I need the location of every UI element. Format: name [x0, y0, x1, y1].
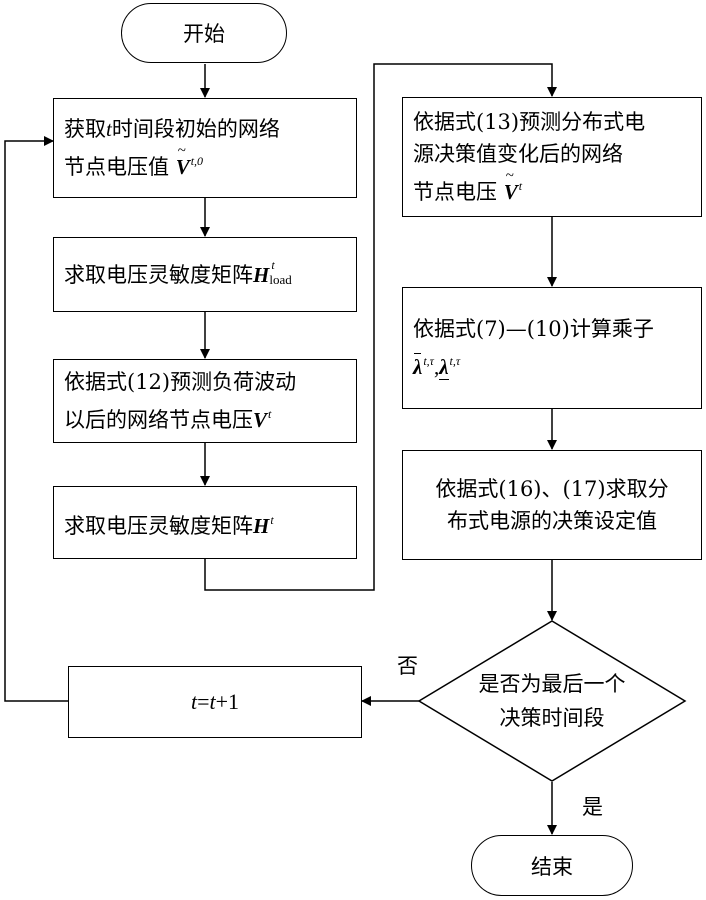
end-label: 结束: [531, 854, 573, 879]
step3-line2: 以后的网络节点电压Vt: [64, 407, 272, 432]
step-compute-sensitivity: 求取电压灵敏度矩阵Ht: [53, 486, 357, 559]
yes-label: 是: [582, 795, 603, 819]
step-dg-setpoints: 依据式(16)、(17)求取分 布式电源的决策设定值: [402, 450, 702, 560]
decision-line1: 是否为最后一个: [478, 672, 626, 696]
step7-line1: 依据式(16)、(17)求取分: [435, 477, 669, 501]
decision-diamond: [417, 620, 687, 782]
increment-formula: t=t+1: [190, 689, 240, 714]
step5-line2: 源决策值变化后的网络: [413, 142, 623, 166]
step1-line1: 获取t时间段初始的网络: [64, 117, 280, 141]
start-label: 开始: [183, 22, 225, 46]
step4-line: 求取电压灵敏度矩阵Ht: [64, 512, 274, 538]
step-increment-time: t=t+1: [68, 666, 362, 738]
step-compute-multipliers: 依据式(7)—(10)计算乘子 λt,τ,λt,τ: [402, 287, 702, 409]
step5-line3: 节点电压 Vt: [413, 160, 691, 208]
no-label: 否: [397, 654, 418, 678]
step7-line2: 布式电源的决策设定值: [447, 509, 657, 533]
decision-line2: 决策时间段: [499, 706, 605, 730]
start-terminal: 开始: [121, 3, 287, 63]
step3-line1: 依据式(12)预测负荷波动: [64, 370, 297, 394]
step-predict-dg-voltage: 依据式(13)预测分布式电 源决策值变化后的网络 节点电压 Vt: [402, 97, 702, 217]
arrow-increment-loop-back: [4, 136, 68, 702]
step1-line2: 节点电压值 Vt,0: [64, 135, 346, 183]
step-predict-load-fluctuation: 依据式(12)预测负荷波动 以后的网络节点电压Vt: [53, 359, 357, 443]
step-get-initial-voltage: 获取t时间段初始的网络 节点电压值 Vt,0: [53, 98, 357, 198]
step6-line2: λt,τ,λt,τ: [413, 345, 691, 383]
step6-line1: 依据式(7)—(10)计算乘子: [413, 317, 654, 341]
end-terminal: 结束: [471, 835, 633, 896]
step5-line1: 依据式(13)预测分布式电: [413, 110, 646, 134]
arrow-step4-to-step5: [204, 63, 557, 591]
decision-label: 是否为最后一个 决策时间段: [447, 667, 657, 735]
